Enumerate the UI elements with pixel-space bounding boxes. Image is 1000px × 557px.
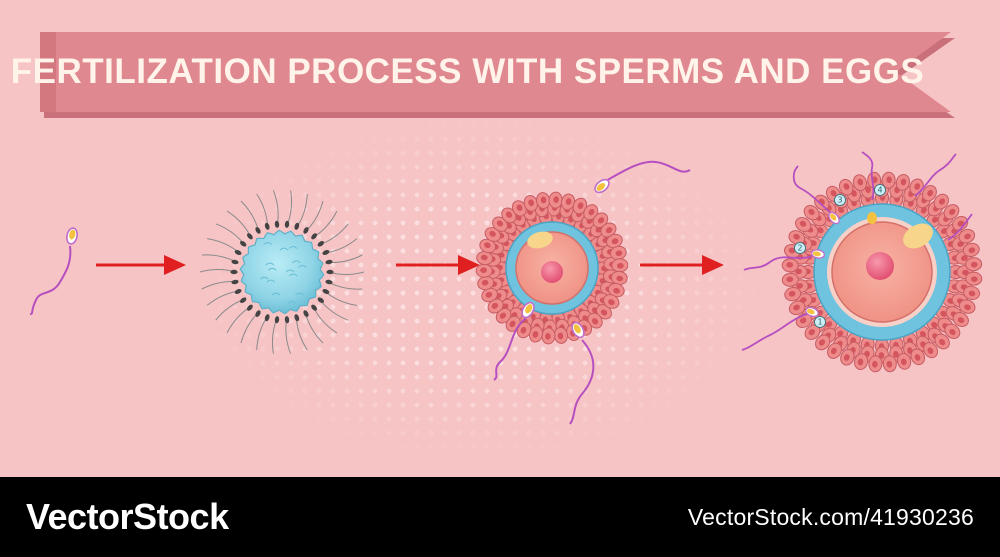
egg-texture bbox=[265, 262, 275, 266]
sperm-head bbox=[284, 220, 290, 228]
page-title: FERTILIZATION PROCESS WITH SPERMS AND EG… bbox=[10, 52, 925, 91]
egg-texture bbox=[288, 273, 298, 277]
sperm-head bbox=[294, 222, 300, 230]
sperm-head bbox=[303, 227, 309, 234]
svg-text:1: 1 bbox=[817, 318, 822, 327]
watermark-brand: VectorStock bbox=[26, 496, 229, 537]
follicle-cell bbox=[475, 263, 493, 278]
egg-texture bbox=[267, 267, 277, 271]
egg-texture bbox=[295, 292, 304, 296]
egg-texture bbox=[263, 242, 273, 245]
step-marker-4: 4 bbox=[874, 184, 886, 196]
sperm-head bbox=[274, 316, 280, 324]
fertilization-diagram: 1 2 3 4 bbox=[29, 151, 983, 425]
watermark-bar: VectorStock VectorStock.com/41930236 bbox=[0, 477, 1000, 557]
arrow-1 bbox=[96, 255, 186, 275]
svg-text:3: 3 bbox=[837, 196, 842, 205]
svg-text:2: 2 bbox=[797, 244, 802, 253]
sperm-head bbox=[303, 310, 309, 317]
sperm-head bbox=[231, 279, 239, 285]
step-marker-2: 2 bbox=[794, 242, 806, 254]
arrow-2 bbox=[396, 255, 480, 275]
sperm-head bbox=[246, 304, 253, 311]
sperm-head bbox=[294, 314, 300, 322]
egg-texture bbox=[279, 247, 289, 251]
step-marker-3: 3 bbox=[834, 194, 846, 206]
follicle-cell bbox=[548, 191, 564, 209]
svg-text:4: 4 bbox=[877, 186, 882, 195]
egg-texture bbox=[287, 301, 297, 304]
sperm-head bbox=[317, 297, 324, 303]
sperm-head bbox=[311, 304, 318, 311]
sperm-head bbox=[231, 259, 239, 265]
sperm-head bbox=[274, 220, 280, 228]
sperm-head bbox=[322, 289, 330, 294]
sperm-head bbox=[325, 259, 333, 265]
egg-surrounded-by-sperms bbox=[199, 190, 365, 354]
infographic-canvas: FERTILIZATION PROCESS WITH SPERMS AND EG… bbox=[0, 0, 1000, 477]
arrow-3 bbox=[640, 255, 724, 275]
follicle-cell bbox=[611, 258, 629, 273]
sperm-head bbox=[284, 316, 290, 324]
watermark-image-id: VectorStock.com/41930236 bbox=[687, 503, 974, 530]
single-sperm bbox=[29, 226, 80, 315]
sperm-head bbox=[322, 250, 330, 255]
sperm-head bbox=[311, 233, 318, 240]
sperm-head bbox=[255, 310, 261, 317]
egg-texture bbox=[260, 276, 269, 280]
fertilization-detail: 1 2 3 4 bbox=[741, 151, 983, 373]
follicle-cell bbox=[540, 327, 556, 345]
title-ribbon bbox=[40, 32, 955, 118]
egg-texture bbox=[298, 265, 307, 268]
egg-texture bbox=[285, 269, 295, 273]
sperm-head bbox=[264, 314, 270, 322]
sperm-head bbox=[230, 269, 238, 275]
sperm-head bbox=[325, 279, 333, 285]
sperm-head bbox=[234, 250, 242, 255]
egg-texture bbox=[291, 260, 301, 264]
sperm-head bbox=[326, 269, 334, 275]
sperm-head bbox=[255, 227, 261, 234]
sperm-head bbox=[246, 233, 253, 240]
egg-texture bbox=[288, 246, 298, 249]
sperm-head bbox=[240, 241, 247, 247]
sperm-head bbox=[264, 222, 270, 230]
sperm-head bbox=[317, 241, 324, 247]
sperm-head bbox=[234, 289, 242, 294]
egg-with-corona-radiata bbox=[475, 160, 691, 425]
blue-egg-cell bbox=[239, 229, 325, 315]
sperm-head bbox=[240, 297, 247, 303]
egg-texture bbox=[271, 292, 281, 296]
step-marker-1: 1 bbox=[814, 316, 826, 328]
egg-texture bbox=[266, 279, 276, 283]
